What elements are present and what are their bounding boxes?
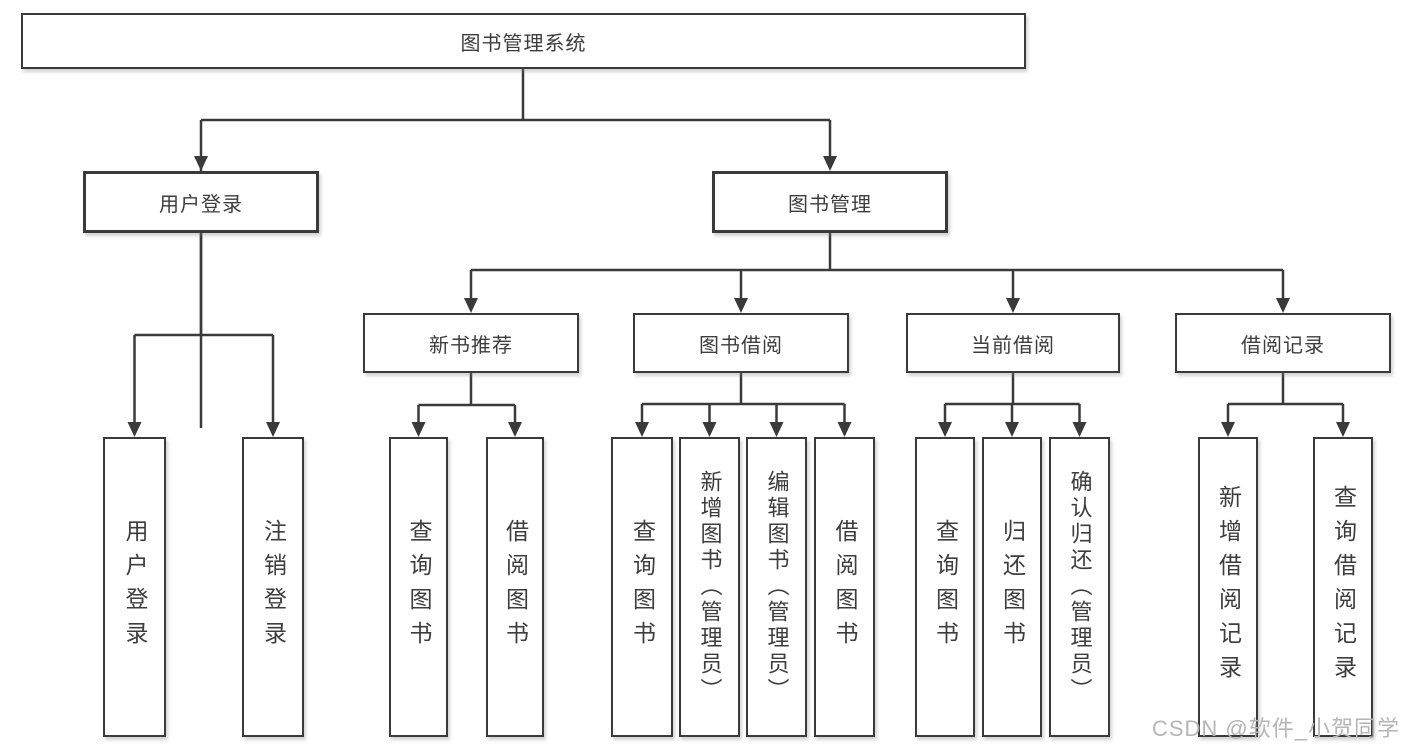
node-library-management-system: 图书管理系统 [21, 13, 1026, 69]
connector-root-to-level2 [194, 69, 837, 428]
node-current-borrow: 当前借阅 [906, 313, 1120, 373]
leaf-query-borrow-record: 查询借阅记录 [1313, 437, 1373, 737]
leaf-add-borrow-record: 新增借阅记录 [1198, 437, 1258, 737]
leaf-query-books-2: 查询图书 [611, 437, 673, 737]
leaf-query-books-3: 查询图书 [915, 437, 975, 737]
node-label: 借阅记录 [1241, 334, 1325, 357]
connector-book-management-to-level3 [464, 233, 1290, 313]
node-book-management: 图书管理 [712, 171, 948, 233]
node-label: 图书管理 [788, 193, 872, 216]
node-label: 借阅图书 [832, 519, 858, 655]
node-label: 归还图书 [999, 519, 1026, 655]
node-borrow-records: 借阅记录 [1175, 313, 1391, 373]
csdn-watermark: CSDN @软件_小贺同学 [1151, 716, 1400, 741]
node-label: 查询图书 [932, 519, 959, 655]
connector-current-borrow-to-leaves [938, 373, 1087, 437]
node-label: 查询图书 [406, 519, 432, 655]
node-book-borrow: 图书借阅 [633, 313, 849, 373]
leaf-borrow-books-2: 借阅图书 [814, 437, 875, 737]
node-label: 用户登录 [159, 193, 243, 216]
node-label: 图书借阅 [699, 334, 783, 357]
node-new-book-recommend: 新书推荐 [363, 313, 579, 373]
connector-user-login-to-leaves [127, 233, 280, 437]
node-label: 新增借阅记录 [1215, 485, 1242, 689]
node-label: 用户登录 [122, 519, 148, 655]
leaf-user-login: 用户登录 [103, 437, 166, 737]
leaf-confirm-return-admin: 确认归还（管理员） [1049, 437, 1110, 737]
node-label: 确认归还（管理员） [1067, 470, 1093, 704]
node-label: 新书推荐 [429, 334, 513, 357]
node-user-login: 用户登录 [83, 171, 319, 233]
connector-book-borrow-to-leaves [635, 373, 852, 437]
connector-new-book-recommend-to-leaves [411, 373, 522, 437]
node-label: 查询图书 [629, 519, 656, 655]
leaf-add-books-admin: 新增图书（管理员） [679, 437, 740, 737]
connector-borrow-records-to-leaves [1221, 373, 1350, 437]
node-label: 查询借阅记录 [1330, 485, 1357, 689]
node-label: 当前借阅 [971, 334, 1055, 357]
node-label: 新增图书（管理员） [697, 470, 723, 704]
leaf-query-books-1: 查询图书 [389, 437, 448, 737]
leaf-borrow-books-1: 借阅图书 [486, 437, 544, 737]
leaf-logout: 注销登录 [242, 437, 304, 737]
node-label: 编辑图书（管理员） [764, 470, 790, 704]
leaf-edit-books-admin: 编辑图书（管理员） [746, 437, 807, 737]
node-label: 图书管理系统 [460, 32, 587, 55]
node-label: 借阅图书 [502, 519, 529, 655]
node-label: 注销登录 [260, 519, 287, 655]
leaf-return-books: 归还图书 [982, 437, 1042, 737]
